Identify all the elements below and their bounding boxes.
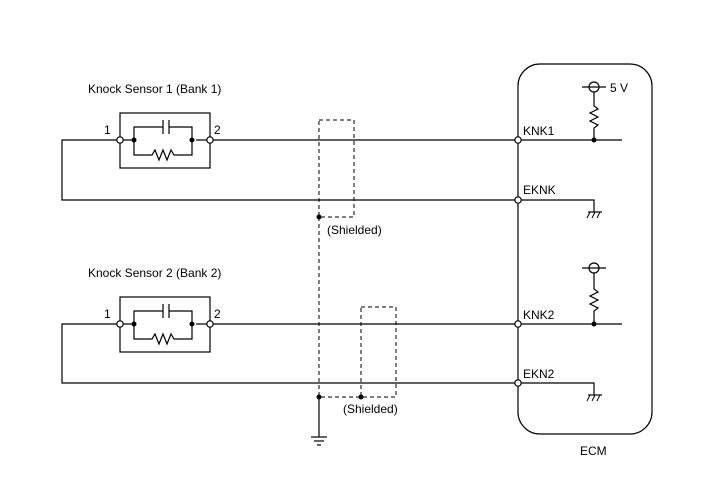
ecm-label: ECM bbox=[580, 444, 607, 458]
sensor2-label: Knock Sensor 2 (Bank 2) bbox=[88, 266, 221, 280]
sensor1-pin1: 1 bbox=[104, 123, 111, 137]
sensor2-pin1: 1 bbox=[104, 307, 111, 321]
ekn2-wire bbox=[61, 323, 515, 384]
sensor2-pin2: 2 bbox=[214, 307, 221, 321]
pullup-resistor-1 bbox=[582, 81, 606, 143]
knock-sensor-2 bbox=[116, 296, 214, 353]
shield2-label: (Shielded) bbox=[343, 402, 398, 416]
sensor1-pin2: 2 bbox=[214, 123, 221, 137]
terminal-knk1: KNK1 bbox=[523, 124, 555, 138]
shield-drain-wire bbox=[318, 217, 361, 398]
voltage-label: 5 V bbox=[610, 81, 628, 95]
eknk-wire bbox=[61, 139, 515, 201]
ground-icon bbox=[311, 436, 327, 446]
shield-2 bbox=[360, 306, 397, 398]
knock-sensor-1 bbox=[116, 112, 214, 169]
shield1-label: (Shielded) bbox=[327, 223, 382, 237]
pullup-resistor-2 bbox=[582, 262, 606, 327]
terminal-ekn2: EKN2 bbox=[523, 367, 555, 381]
ecm-box bbox=[517, 63, 653, 435]
sensor1-label: Knock Sensor 1 (Bank 1) bbox=[88, 82, 221, 96]
ecm-ground-icon-1 bbox=[586, 211, 602, 219]
ecm-ground-icon-2 bbox=[586, 394, 602, 402]
terminal-knk2: KNK2 bbox=[523, 308, 555, 322]
terminal-eknk: EKNK bbox=[523, 183, 556, 197]
shield-1 bbox=[318, 119, 355, 218]
